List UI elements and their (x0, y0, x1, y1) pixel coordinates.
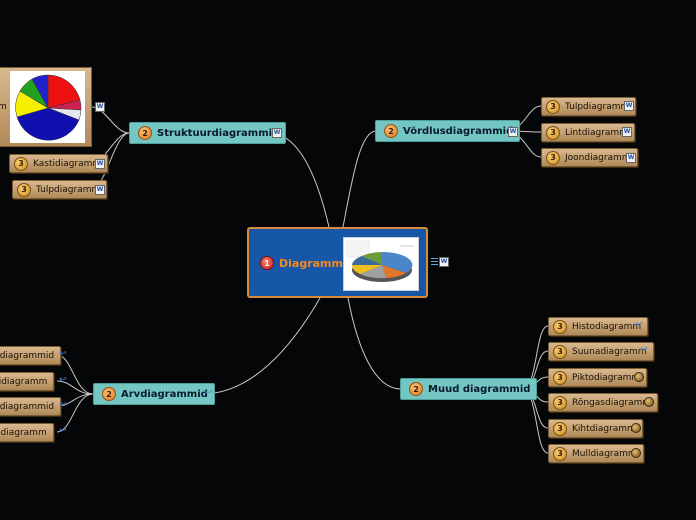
link-icon[interactable]: ↩ (640, 345, 648, 355)
priority-1-badge: 1 (260, 256, 274, 270)
subtopic-clipped[interactable]: sdiagrammid (0, 397, 62, 416)
word-doc-icon[interactable]: W (624, 101, 634, 111)
priority-3-badge: 3 (14, 156, 28, 171)
word-doc-icon[interactable]: W (508, 127, 518, 137)
word-doc-icon[interactable]: W (622, 127, 632, 137)
link-icon[interactable]: ↩ (59, 426, 67, 436)
priority-2-badge: 2 (102, 387, 116, 401)
central-topic[interactable]: 1 Diagramm (247, 227, 428, 298)
central-topic-title: 1 Diagramm (260, 256, 343, 270)
subtopic-label: Histodiagramm (572, 321, 642, 332)
topic-vordlusdiagrammid[interactable]: 2 Võrdlusdiagrammid (375, 120, 521, 142)
link-icon[interactable]: ↩ (205, 388, 213, 398)
globe-icon[interactable] (634, 372, 644, 382)
priority-3-badge: 3 (553, 370, 567, 385)
topic-label: Struktuurdiagrammid (157, 127, 280, 139)
priority-3-badge: 3 (553, 395, 567, 410)
subtopic-label: Kihtdiagramm (572, 423, 636, 434)
topic-struktuurdiagrammid[interactable]: 2 Struktuurdiagrammid (129, 122, 287, 144)
subtopic-label: Lintdiagramm (565, 127, 628, 138)
link-icon[interactable]: ↩ (59, 349, 67, 359)
word-doc-icon[interactable]: W (95, 185, 105, 195)
word-doc-icon[interactable]: W (272, 128, 282, 138)
priority-3-badge: 3 (553, 421, 567, 436)
subtopic-suunadiagramm[interactable]: 3 Suunadiagramm (548, 342, 654, 361)
subtopic-tulpdiagramm[interactable]: 3 Tulpdiagramm (12, 180, 108, 199)
priority-3-badge: 3 (17, 182, 31, 197)
link-icon[interactable]: ↩ (59, 375, 67, 385)
topic-muud-diagrammid[interactable]: 2 Muud diagrammid (400, 378, 538, 400)
topic-label: Võrdlusdiagrammid (403, 125, 514, 137)
subtopic-rongasdiagramm[interactable]: 3 Rõngasdiagramm (548, 393, 659, 412)
priority-3-badge: 3 (553, 319, 567, 334)
topic-label: Muud diagrammid (428, 383, 531, 395)
word-doc-icon[interactable]: W (626, 153, 636, 163)
word-doc-icon[interactable]: W (95, 102, 105, 112)
link-icon[interactable]: ↩ (59, 400, 67, 410)
subtopic-joondiagramm[interactable]: 3 Joondiagramm (541, 148, 638, 167)
pie-chart-3d-image (343, 237, 419, 291)
subtopic-kastidiagramm[interactable]: 3 Kastidiagramm (9, 154, 109, 173)
subtopic-label: Tulpdiagramm (565, 101, 630, 112)
subtopic-mulldiagramm[interactable]: 3 Mulldiagramm (548, 444, 644, 463)
subtopic-clipped[interactable]: ridiagramm (0, 372, 55, 391)
subtopic-label: adiagramm (0, 427, 47, 438)
link-icon[interactable]: ↩ (635, 320, 643, 330)
priority-3-badge: 3 (546, 99, 560, 114)
word-doc-icon[interactable]: W (95, 159, 105, 169)
priority-3-badge: 3 (546, 125, 560, 140)
subtopic-piktodiagramm[interactable]: 3 Piktodiagramm (548, 368, 648, 387)
priority-2-badge: 2 (384, 124, 398, 138)
pie-chart-image (10, 71, 85, 143)
topic-arvdiagrammid[interactable]: 2 Arvdiagrammid (93, 383, 215, 405)
priority-3-badge: 3 (553, 344, 567, 359)
subtopic-label: Joondiagramm (565, 152, 631, 163)
subtopic-kihtdiagramm[interactable]: 3 Kihtdiagramm (548, 419, 643, 438)
globe-icon[interactable] (644, 397, 654, 407)
central-topic-label: Diagramm (279, 256, 343, 270)
subtopic-label: sdiagrammid (0, 350, 55, 361)
priority-3-badge: 3 (546, 150, 560, 165)
subtopic-clipped[interactable]: adiagramm (0, 423, 54, 442)
subtopic-label: Piktodiagramm (572, 372, 641, 383)
subtopic-clipped[interactable]: sdiagrammid (0, 346, 62, 365)
subtopic-label: sdiagrammid (0, 401, 55, 412)
subtopic-pie-chart-image[interactable]: m (0, 67, 92, 147)
subtopic-histodiagramm[interactable]: 3 Histodiagramm (548, 317, 649, 336)
subtopic-label: Kastidiagramm (33, 158, 102, 169)
notes-list-icon[interactable] (431, 258, 438, 266)
globe-icon[interactable] (631, 423, 641, 433)
priority-3-badge: 3 (553, 446, 567, 461)
priority-2-badge: 2 (409, 382, 423, 396)
subtopic-label: Mulldiagramm (572, 448, 637, 459)
topic-label: Arvdiagrammid (121, 388, 208, 400)
subtopic-clipped-label: m (0, 102, 7, 112)
subtopic-lintdiagramm[interactable]: 3 Lintdiagramm (541, 123, 635, 142)
globe-icon[interactable] (631, 448, 641, 458)
priority-2-badge: 2 (138, 126, 152, 140)
subtopic-label: Suunadiagramm (572, 346, 647, 357)
word-doc-icon[interactable]: W (439, 257, 449, 267)
subtopic-label: Rõngasdiagramm (572, 397, 652, 408)
subtopic-label: Tulpdiagramm (36, 184, 101, 195)
subtopic-label: ridiagramm (0, 376, 48, 387)
subtopic-tulpdiagramm[interactable]: 3 Tulpdiagramm (541, 97, 637, 116)
